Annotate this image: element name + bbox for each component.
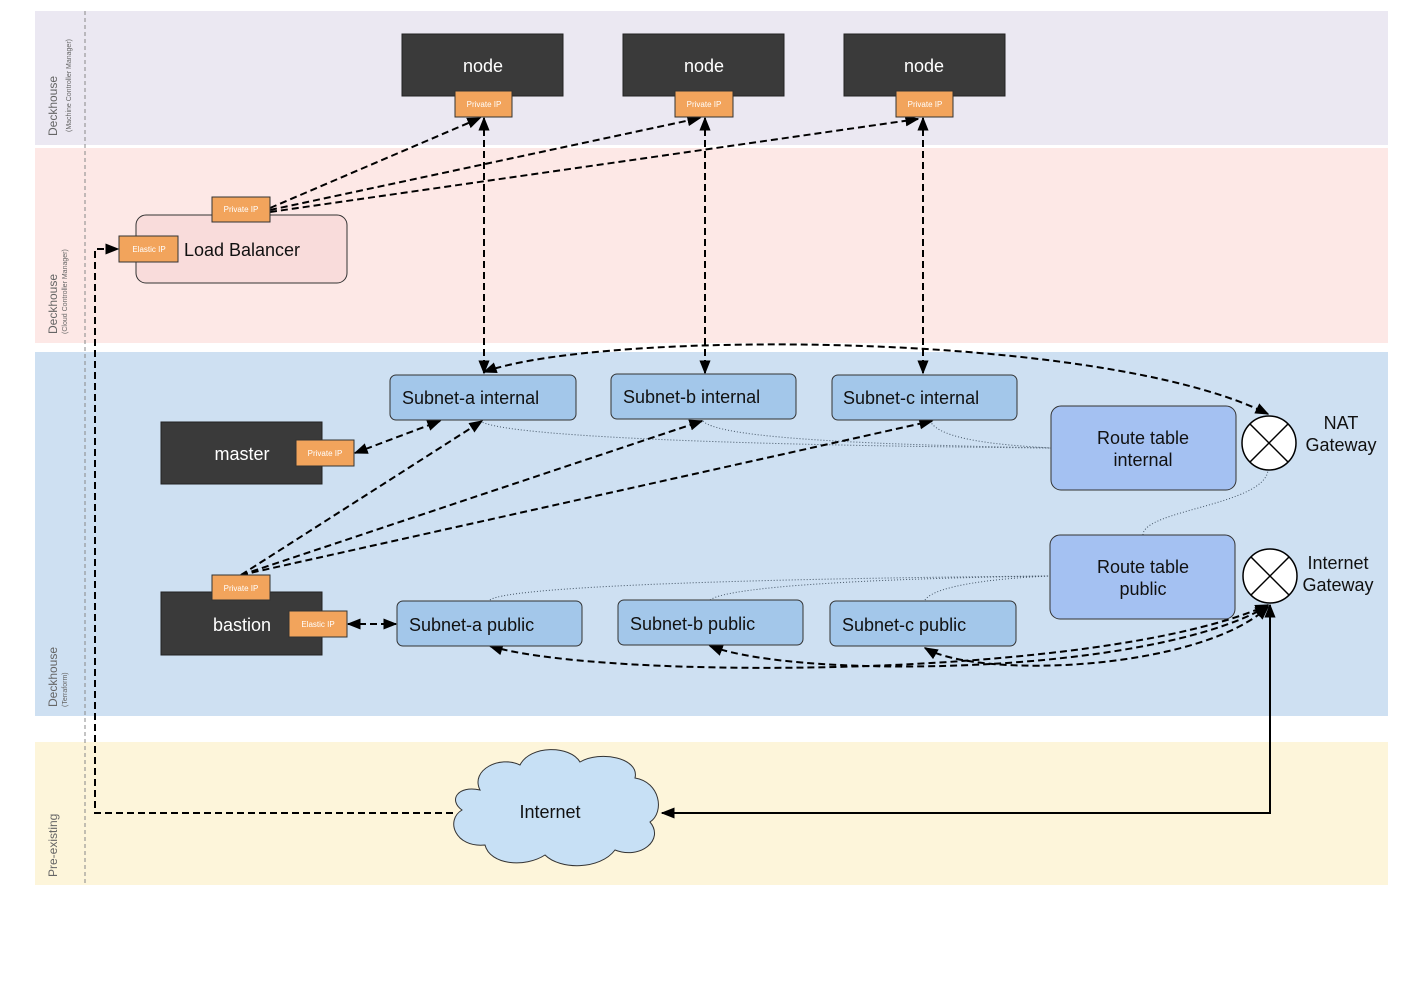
subnet-c-internal-label: Subnet-c internal [843,388,979,408]
bastion-private-ip-label: Private IP [224,584,259,593]
rt-public-nat-link [1142,469,1269,536]
internet-gateway-line1: Internet [1307,553,1368,573]
edge-lb-node1 [269,117,482,209]
internet-gateway[interactable]: Internet Gateway [1242,548,1374,604]
route-table-internal[interactable]: Route table internal [1050,405,1237,491]
subnet-a-internal[interactable]: Subnet-a internal [389,374,577,421]
edge-lb-node3 [269,115,920,213]
route-table-public-line1: Route table [1097,557,1189,577]
edge-bastion-subnet-b [240,419,704,576]
bastion-elastic-ip [288,610,348,638]
node-2-private-ip-label: Private IP [687,100,722,109]
lane-ccm-subtitle: (Cloud Controller Manager) [62,249,69,334]
edge-subnet-a-nat [482,343,1270,415]
bastion-node[interactable]: bastion Private IP Elastic IP [160,574,348,656]
edge-bastion-subnet-c [240,418,934,576]
load-balancer-elastic-ip-label: Elastic IP [132,245,165,254]
internet-label: Internet [519,802,580,822]
rt-public-link-a [489,575,1052,601]
node-1-private-ip [454,90,513,118]
node-2-private-ip [674,90,734,118]
load-balancer-label: Load Balancer [184,240,300,260]
internet-cloud[interactable]: Internet [453,749,659,867]
master-private-ip [295,439,355,467]
load-balancer-private-ip [211,196,271,223]
route-table-public-line2: public [1119,579,1166,599]
subnet-b-public-label: Subnet-b public [630,614,755,634]
node-1-label: node [463,56,503,76]
nat-gateway-line1: NAT [1324,413,1359,433]
load-balancer-private-ip-label: Private IP [224,205,259,214]
node-3-private-ip [895,90,954,118]
route-table-public[interactable]: Route table public [1049,534,1236,620]
internet-gateway-line2: Gateway [1302,575,1373,595]
subnet-c-public[interactable]: Subnet-c public [829,600,1017,647]
subnet-b-public[interactable]: Subnet-b public [617,599,804,646]
cloud-icon [453,749,659,867]
edge-master-subnet-a [353,420,442,454]
node-1[interactable]: node Private IP [401,33,564,118]
nat-gateway-line2: Gateway [1305,435,1376,455]
subnet-a-public[interactable]: Subnet-a public [396,600,583,647]
edge-igw-internet [660,603,1276,819]
lane-mcm-title: Deckhouse [46,76,60,136]
lane-tf-subtitle: (Terraform) [62,672,69,707]
load-balancer-elastic-ip [118,235,179,263]
route-table-internal-line1: Route table [1097,428,1189,448]
bastion-elastic-ip-label: Elastic IP [301,620,334,629]
rt-public-link-c [924,575,1052,601]
master-node[interactable]: master Private IP [160,421,355,485]
node-3[interactable]: node Private IP [843,33,1006,118]
subnet-c-public-label: Subnet-c public [842,615,966,635]
master-label: master [214,444,269,464]
lane-mcm-subtitle: (Machine Controller Manager) [66,39,73,132]
lane-ccm-title: Deckhouse [46,274,60,334]
bastion-label: bastion [213,615,271,635]
rt-internal-link-a [479,420,1052,449]
node-3-label: node [904,56,944,76]
route-table-internal-line2: internal [1113,450,1172,470]
subnet-b-internal[interactable]: Subnet-b internal [610,373,797,420]
node-1-private-ip-label: Private IP [467,100,502,109]
node-2-label: node [684,56,724,76]
edge-lb-node2 [269,115,702,211]
master-private-ip-label: Private IP [308,449,343,458]
nat-gateway[interactable]: NAT Gateway [1241,413,1377,471]
edge-internet-lb [94,243,453,814]
subnet-a-internal-label: Subnet-a internal [402,388,539,408]
lane-tf-title: Deckhouse [46,647,60,707]
subnet-a-public-label: Subnet-a public [409,615,534,635]
node-3-private-ip-label: Private IP [908,100,943,109]
rt-internal-link-b [702,420,1052,449]
subnet-c-internal[interactable]: Subnet-c internal [831,374,1018,421]
load-balancer[interactable]: Load Balancer Private IP Elastic IP [118,196,348,284]
bastion-private-ip [211,574,271,601]
edge-bastion-subnet-a [240,420,484,576]
node-2[interactable]: node Private IP [622,33,785,118]
rt-public-link-b [709,575,1052,601]
subnet-b-internal-label: Subnet-b internal [623,387,760,407]
lane-pre-title: Pre-existing [46,814,60,877]
